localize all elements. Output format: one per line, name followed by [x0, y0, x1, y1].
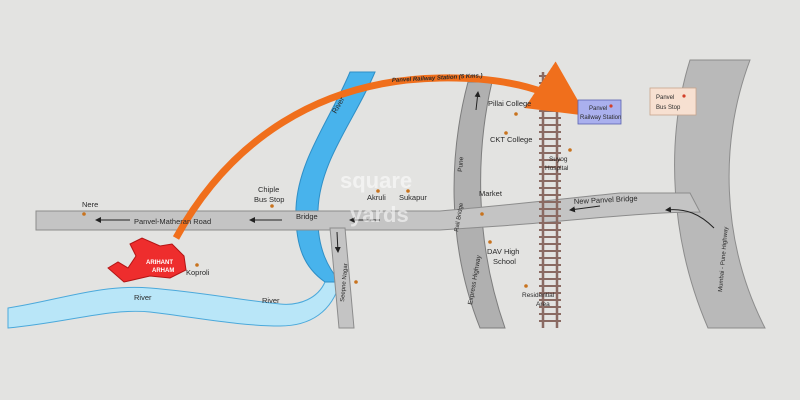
panvel-railway-station-label2: Railway Station: [580, 115, 621, 121]
panvel-matheran-road: [35, 192, 701, 231]
label-ckt-college: CKT College: [490, 135, 532, 144]
watermark-line2: yards: [350, 202, 409, 227]
poi-dot-chiple: [270, 204, 274, 208]
poi-dot-koproli: [195, 263, 199, 267]
label-new-panvel-bridge: New Panvel Bridge: [574, 194, 638, 206]
road-direction-arrow-highway: [665, 206, 715, 229]
label-seepne-nagar: Seepne Nagar: [340, 263, 349, 302]
label-residential-1: Residential: [522, 292, 555, 299]
route-arrow-to-station: [172, 61, 587, 240]
express-highway-road: [453, 81, 506, 329]
poi-dot-pillai: [514, 112, 518, 116]
panvel-railway-station-dot: [609, 104, 613, 108]
label-mumbai-pune-highway: Mumbai - Pune Highway: [718, 227, 730, 293]
label-rail-bridge: Rail Bridge: [454, 202, 465, 233]
panvel-railway-station-box: [577, 99, 622, 125]
label-panvel-matheran-road: Panvel-Matheran Road: [134, 217, 211, 226]
side-road-south: [329, 227, 355, 329]
label-pillai-college: Pillai College: [488, 99, 531, 108]
road-direction-arrow-new-panvel: [569, 205, 601, 213]
road-direction-arrow-down: [334, 231, 341, 253]
poi-dot-akruli: [376, 189, 380, 193]
label-suyog-1: Suyog: [549, 156, 568, 163]
poi-dot-seepne: [354, 280, 358, 284]
label-pune: Pune: [457, 156, 465, 172]
label-bridge: Bridge: [296, 212, 318, 221]
project-name-line2: ARHAM: [152, 268, 174, 274]
panvel-bus-stop-label2: Bus Stop: [656, 105, 681, 111]
panvel-bus-stop-label1: Panvel: [656, 95, 674, 101]
project-name-line1: ARIHANT: [146, 260, 173, 266]
poi-dot-dav: [488, 240, 492, 244]
label-dav-1: DAV High: [487, 247, 519, 256]
poi-dot-ckt: [504, 131, 508, 135]
poi-dot-sukapur: [406, 189, 410, 193]
label-market: Market: [479, 189, 503, 198]
label-koproli: Koproli: [186, 268, 210, 277]
panvel-bus-stop-box: [649, 87, 697, 116]
label-sukapur: Sukapur: [399, 193, 427, 202]
label-akruli: Akruli: [367, 193, 386, 202]
label-chiple-2: Bus Stop: [254, 195, 284, 204]
route-arrow-label: Panvel Railway Station (5 Kms.): [392, 73, 483, 84]
project-site-marker: [107, 237, 187, 283]
watermark-line1: square: [340, 168, 412, 193]
poi-dot-suyog: [568, 148, 572, 152]
poi-dot-residential: [524, 284, 528, 288]
mumbai-pune-highway-road: [674, 59, 766, 329]
label-residential-2: Area: [536, 301, 550, 308]
label-river-bottom-left: River: [134, 293, 152, 302]
label-dav-2: School: [493, 257, 516, 266]
label-suyog-2: Hospital: [545, 165, 569, 172]
road-direction-arrow-express: [474, 91, 481, 111]
poi-dots: [82, 112, 572, 288]
label-chiple-1: Chiple: [258, 185, 279, 194]
panvel-railway-station-label1: Panvel: [589, 106, 607, 112]
poi-dot-nere: [82, 212, 86, 216]
label-nere: Nere: [82, 200, 98, 209]
poi-dot-market: [480, 212, 484, 216]
label-river-bottom-right: River: [262, 296, 280, 305]
panvel-bus-stop-dot: [682, 94, 686, 98]
